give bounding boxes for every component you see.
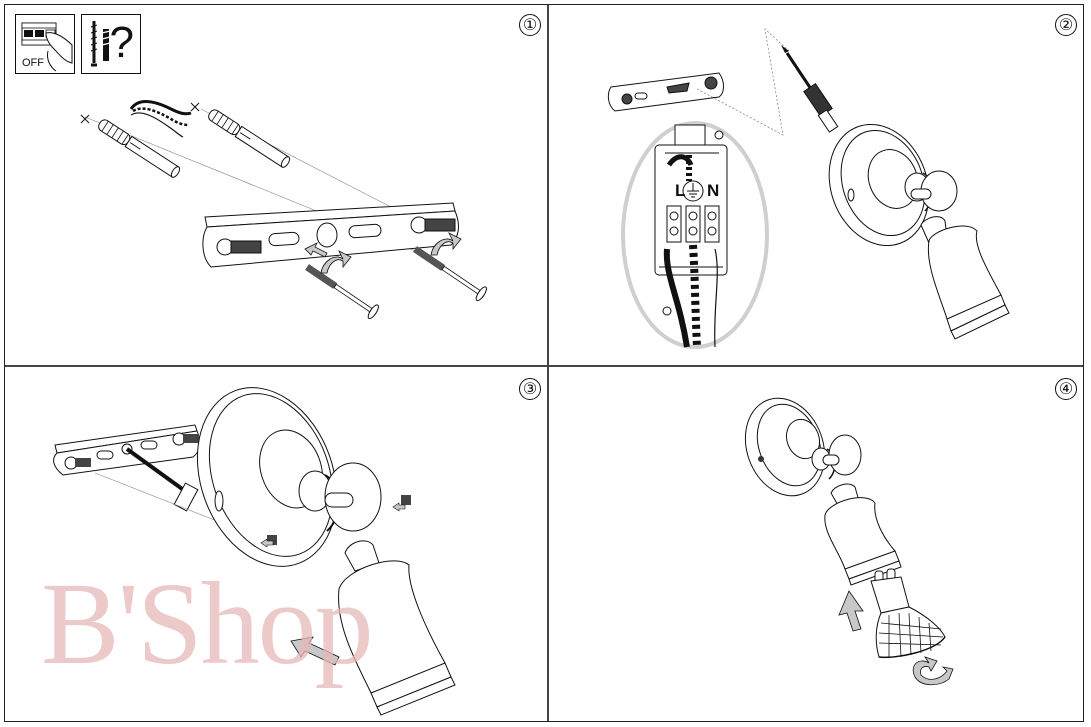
fixing-nut bbox=[392, 495, 411, 512]
instruction-sheet: ① OFF ? bbox=[4, 4, 1084, 722]
drill-mark-icon bbox=[190, 102, 200, 112]
rotate-arrow-icon bbox=[320, 250, 352, 274]
off-label: OFF bbox=[22, 57, 44, 69]
mounting-bracket bbox=[202, 202, 459, 268]
question-mark: ? bbox=[109, 18, 134, 67]
guide-line bbox=[696, 28, 790, 136]
gu10-bulb bbox=[870, 568, 946, 659]
neutral-label: N bbox=[707, 181, 720, 200]
mounting-bracket bbox=[607, 72, 724, 112]
live-label: L bbox=[675, 181, 686, 200]
push-arrow-icon bbox=[290, 636, 340, 666]
lamp-fixture bbox=[196, 387, 456, 716]
step-number: ① bbox=[519, 14, 541, 36]
twist-arrow-icon bbox=[912, 656, 954, 686]
screwdriver bbox=[781, 45, 839, 133]
fixings-warning: ? bbox=[81, 14, 141, 74]
lamp-fixture bbox=[744, 397, 902, 586]
insert-arrow-icon bbox=[304, 242, 328, 258]
wood-screw bbox=[413, 246, 487, 302]
bracket-mounting-illustration bbox=[80, 100, 487, 320]
step-number: ③ bbox=[519, 378, 541, 400]
power-off-warning: OFF bbox=[15, 14, 75, 74]
mounting-bracket bbox=[53, 424, 201, 476]
vertical-divider bbox=[547, 5, 549, 721]
step-2-panel: ② bbox=[549, 5, 1085, 365]
step-3-panel: ③ bbox=[5, 367, 547, 723]
cable-rod bbox=[125, 447, 187, 493]
power-cable bbox=[129, 100, 192, 138]
lamp-attachment-illustration bbox=[53, 387, 456, 716]
lamp-fixture bbox=[828, 123, 1010, 340]
insert-arrow-icon bbox=[838, 590, 864, 632]
step-1-panel: ① OFF ? bbox=[5, 5, 547, 365]
wall-plug bbox=[208, 109, 291, 168]
drill-mark-icon bbox=[80, 114, 90, 124]
horizontal-divider bbox=[5, 365, 1083, 367]
terminal-cover bbox=[173, 482, 199, 512]
wiring-illustration bbox=[607, 28, 1010, 349]
step-4-panel: ④ bbox=[549, 367, 1085, 723]
rotate-arrow-icon bbox=[430, 232, 462, 256]
screw-and-plug-icon bbox=[90, 21, 111, 67]
bulb-insertion-illustration bbox=[744, 397, 954, 686]
step-number: ② bbox=[1055, 14, 1077, 36]
step-number: ④ bbox=[1055, 378, 1077, 400]
wood-screw bbox=[305, 264, 379, 320]
circuit-breaker-icon bbox=[21, 22, 73, 72]
terminal-block bbox=[654, 124, 728, 348]
wall-plug bbox=[98, 119, 181, 178]
fixing-nut bbox=[260, 535, 277, 548]
